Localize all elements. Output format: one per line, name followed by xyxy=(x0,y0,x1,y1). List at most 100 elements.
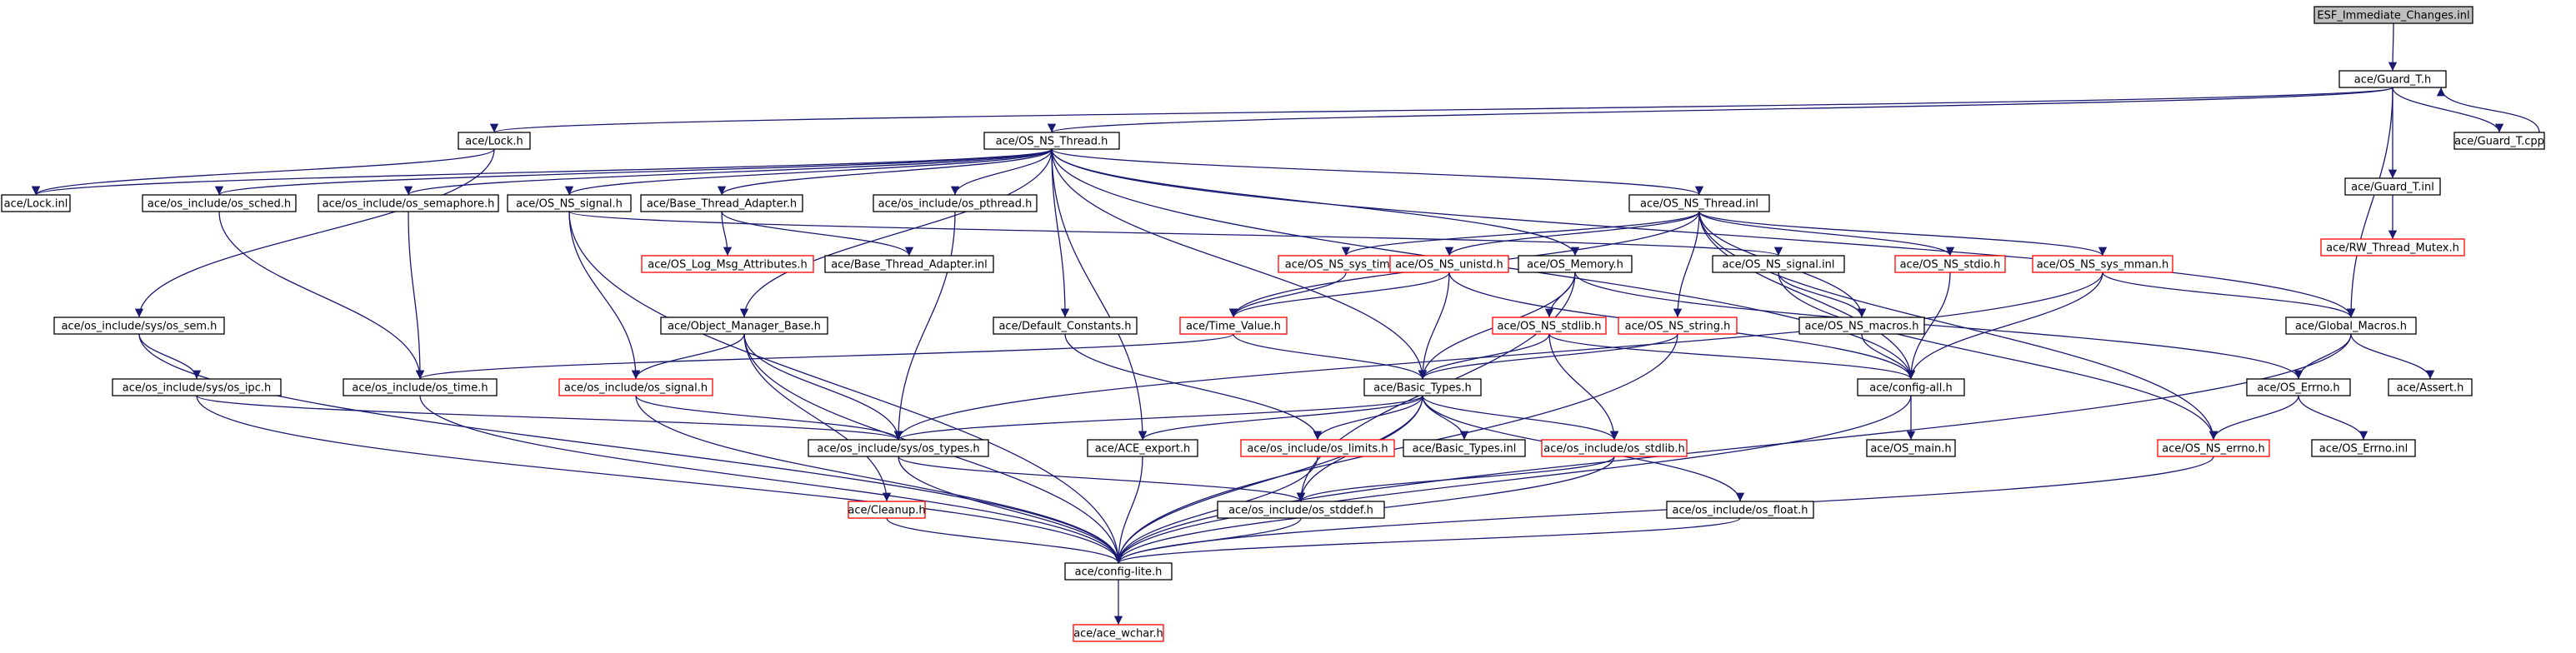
node-box xyxy=(1798,317,1925,335)
node-lock_inl[interactable]: ace/Lock.inl xyxy=(1,194,71,212)
node-os_ns_thread_inl[interactable]: ace/OS_NS_Thread.inl xyxy=(1628,194,1770,212)
node-box xyxy=(993,317,1138,335)
node-sys_ipc[interactable]: ace/os_include/sys/os_ipc.h xyxy=(112,378,282,396)
edge-obj_mgr-to-cleanup xyxy=(743,333,892,502)
edge-os_pthread-to-sys_types xyxy=(893,211,956,441)
node-global_macros[interactable]: ace/Global_Macros.h xyxy=(2285,317,2417,335)
node-label: ace/OS_NS_string.h xyxy=(1625,321,1731,333)
node-ace_export[interactable]: ace/ACE_export.h xyxy=(1087,439,1198,457)
node-guard_h[interactable]: ace/Guard_T.h xyxy=(2338,70,2447,88)
node-ns_stdlib[interactable]: ace/OS_NS_stdlib.h xyxy=(1492,317,1607,335)
node-os_errno_h[interactable]: ace/OS_Errno.h xyxy=(2246,378,2351,396)
edge-os_ns_thread_inl-to-ns_stdio xyxy=(1698,211,1955,257)
node-label: ace/RW_Thread_Mutex.h xyxy=(2326,242,2459,255)
node-os_signal[interactable]: ace/os_include/os_signal.h xyxy=(558,378,713,396)
node-os_stdlib[interactable]: ace/os_include/os_stdlib.h xyxy=(1541,439,1688,457)
node-config_all[interactable]: ace/config-all.h xyxy=(1857,378,1965,396)
node-label: ace/Guard_T.cpp xyxy=(2454,136,2544,148)
node-base_thread_inl[interactable]: ace/Base_Thread_Adapter.inl xyxy=(824,255,994,273)
node-guard_cpp[interactable]: ace/Guard_T.cpp xyxy=(2453,132,2545,150)
node-obj_mgr[interactable]: ace/Object_Manager_Base.h xyxy=(660,317,828,335)
node-label: ace/os_include/os_pthread.h xyxy=(878,198,1033,211)
node-os_limits[interactable]: ace/os_include/os_limits.h xyxy=(1240,439,1395,457)
node-box xyxy=(2388,378,2473,396)
node-label: ace/Base_Thread_Adapter.inl xyxy=(831,259,988,272)
node-base_thread_h[interactable]: ace/Base_Thread_Adapter.h xyxy=(640,194,803,212)
edge-os_ns_thread_h-to-ace_export xyxy=(1051,148,1148,441)
node-os_pthread[interactable]: ace/os_include/os_pthread.h xyxy=(873,194,1038,212)
node-label: ace/OS_Memory.h xyxy=(1527,259,1623,272)
node-config_lite[interactable]: ace/config-lite.h xyxy=(1064,562,1173,581)
node-sys_sem[interactable]: ace/os_include/sys/os_sem.h xyxy=(53,317,225,335)
node-os_sched[interactable]: ace/os_include/os_sched.h xyxy=(142,194,297,212)
node-box xyxy=(2311,439,2416,457)
edge-sys_sem-to-config_lite xyxy=(138,333,1123,564)
node-root: ESF_Immediate_Changes.inl xyxy=(2313,6,2473,24)
node-label: ace/OS_NS_unistd.h xyxy=(1395,259,1503,272)
node-box xyxy=(507,194,632,212)
edge-guard_h-to-lock_h xyxy=(490,87,2393,133)
node-cleanup[interactable]: ace/Cleanup.h xyxy=(848,501,926,519)
node-box xyxy=(983,132,1120,150)
edge-os_stdlib-to-os_stddef xyxy=(1296,456,1615,502)
node-ns_errno[interactable]: ace/OS_NS_errno.h xyxy=(2157,439,2270,457)
node-label: ace/OS_NS_sys_time.h xyxy=(1285,259,1407,272)
edge-guard_h-to-global_macros xyxy=(2346,87,2393,318)
node-basic_types_inl[interactable]: ace/Basic_Types.inl xyxy=(1403,439,1526,457)
node-ns_macros[interactable]: ace/OS_NS_macros.h xyxy=(1798,317,1925,335)
node-guard_inl[interactable]: ace/Guard_T.inl xyxy=(2344,177,2441,196)
node-box xyxy=(640,194,803,212)
node-rw_mutex[interactable]: ace/RW_Thread_Mutex.h xyxy=(2320,238,2465,257)
edge-sys_time-to-time_value xyxy=(1228,272,1347,318)
edge-unistd-to-basic_types_h xyxy=(1418,272,1450,380)
node-os_memory[interactable]: ace/OS_Memory.h xyxy=(1518,255,1633,273)
edge-os_ns_thread_inl-to-ns_errno xyxy=(1698,211,2218,441)
node-label: ace/OS_Errno.inl xyxy=(2319,443,2408,456)
node-os_time[interactable]: ace/os_include/os_time.h xyxy=(343,378,498,396)
node-os_ns_signal_h[interactable]: ace/OS_NS_signal.h xyxy=(507,194,632,212)
edge-os_ns_thread_h-to-default_const xyxy=(1051,148,1070,318)
node-box xyxy=(318,194,499,212)
node-box xyxy=(1217,501,1385,519)
node-os_ns_signal_inl[interactable]: ace/OS_NS_signal.inl xyxy=(1712,255,1845,273)
node-assert_h[interactable]: ace/Assert.h xyxy=(2388,378,2473,396)
node-label: ace/OS_NS_Thread.inl xyxy=(1640,198,1758,211)
node-ace_wchar[interactable]: ace/ace_wchar.h xyxy=(1073,624,1164,642)
node-sys_types[interactable]: ace/os_include/sys/os_types.h xyxy=(808,439,989,457)
edge-os_ns_thread_h-to-global_macros xyxy=(1051,148,2356,318)
node-log_msg[interactable]: ace/OS_Log_Msg_Attributes.h xyxy=(641,255,814,273)
edge-basic_types_h-to-os_limits xyxy=(1313,395,1423,441)
node-os_float[interactable]: ace/os_include/os_float.h xyxy=(1666,501,1814,519)
node-ns_stdio[interactable]: ace/OS_NS_stdio.h xyxy=(1894,255,2006,273)
node-label: ace/os_include/os_stddef.h xyxy=(1228,505,1373,517)
node-basic_types_h[interactable]: ace/Basic_Types.h xyxy=(1363,378,1482,396)
node-os_main[interactable]: ace/OS_main.h xyxy=(1866,439,1956,457)
node-os_semaphore[interactable]: ace/os_include/os_semaphore.h xyxy=(318,194,499,212)
edge-cleanup-to-config_lite xyxy=(886,517,1123,564)
node-box xyxy=(2157,439,2270,457)
node-unistd[interactable]: ace/OS_NS_unistd.h xyxy=(1389,255,1509,273)
edge-sys_types-to-os_stddef xyxy=(898,456,1305,502)
edge-os_semaphore-to-os_time xyxy=(408,211,425,380)
node-box xyxy=(824,255,994,273)
node-box xyxy=(1628,194,1770,212)
node-sys_time[interactable]: ace/OS_NS_sys_time.h xyxy=(1278,255,1414,273)
node-label: ace/Base_Thread_Adapter.h xyxy=(647,198,797,211)
node-time_value[interactable]: ace/Time_Value.h xyxy=(1179,317,1288,335)
node-box xyxy=(1866,439,1956,457)
node-ns_string[interactable]: ace/OS_NS_string.h xyxy=(1618,317,1738,335)
node-box xyxy=(112,378,282,396)
node-label: ace/OS_NS_signal.h xyxy=(516,198,623,211)
node-default_const[interactable]: ace/Default_Constants.h xyxy=(993,317,1138,335)
edge-sys_sem-to-sys_ipc xyxy=(138,333,202,380)
node-lock_h[interactable]: ace/Lock.h xyxy=(458,132,531,150)
node-label: ace/OS_NS_stdio.h xyxy=(1900,259,2001,272)
node-os_stddef[interactable]: ace/os_include/os_stddef.h xyxy=(1217,501,1385,519)
edge-basic_types_h-to-config_lite xyxy=(1113,395,1423,564)
node-sys_mman[interactable]: ace/OS_NS_sys_mman.h xyxy=(2032,255,2173,273)
edge-default_const-to-os_limits xyxy=(1064,333,1323,441)
node-os_ns_thread_h[interactable]: ace/OS_NS_Thread.h xyxy=(983,132,1120,150)
edge-os_ns_thread_inl-to-unistd xyxy=(1444,211,1700,257)
node-os_errno_inl[interactable]: ace/OS_Errno.inl xyxy=(2311,439,2416,457)
